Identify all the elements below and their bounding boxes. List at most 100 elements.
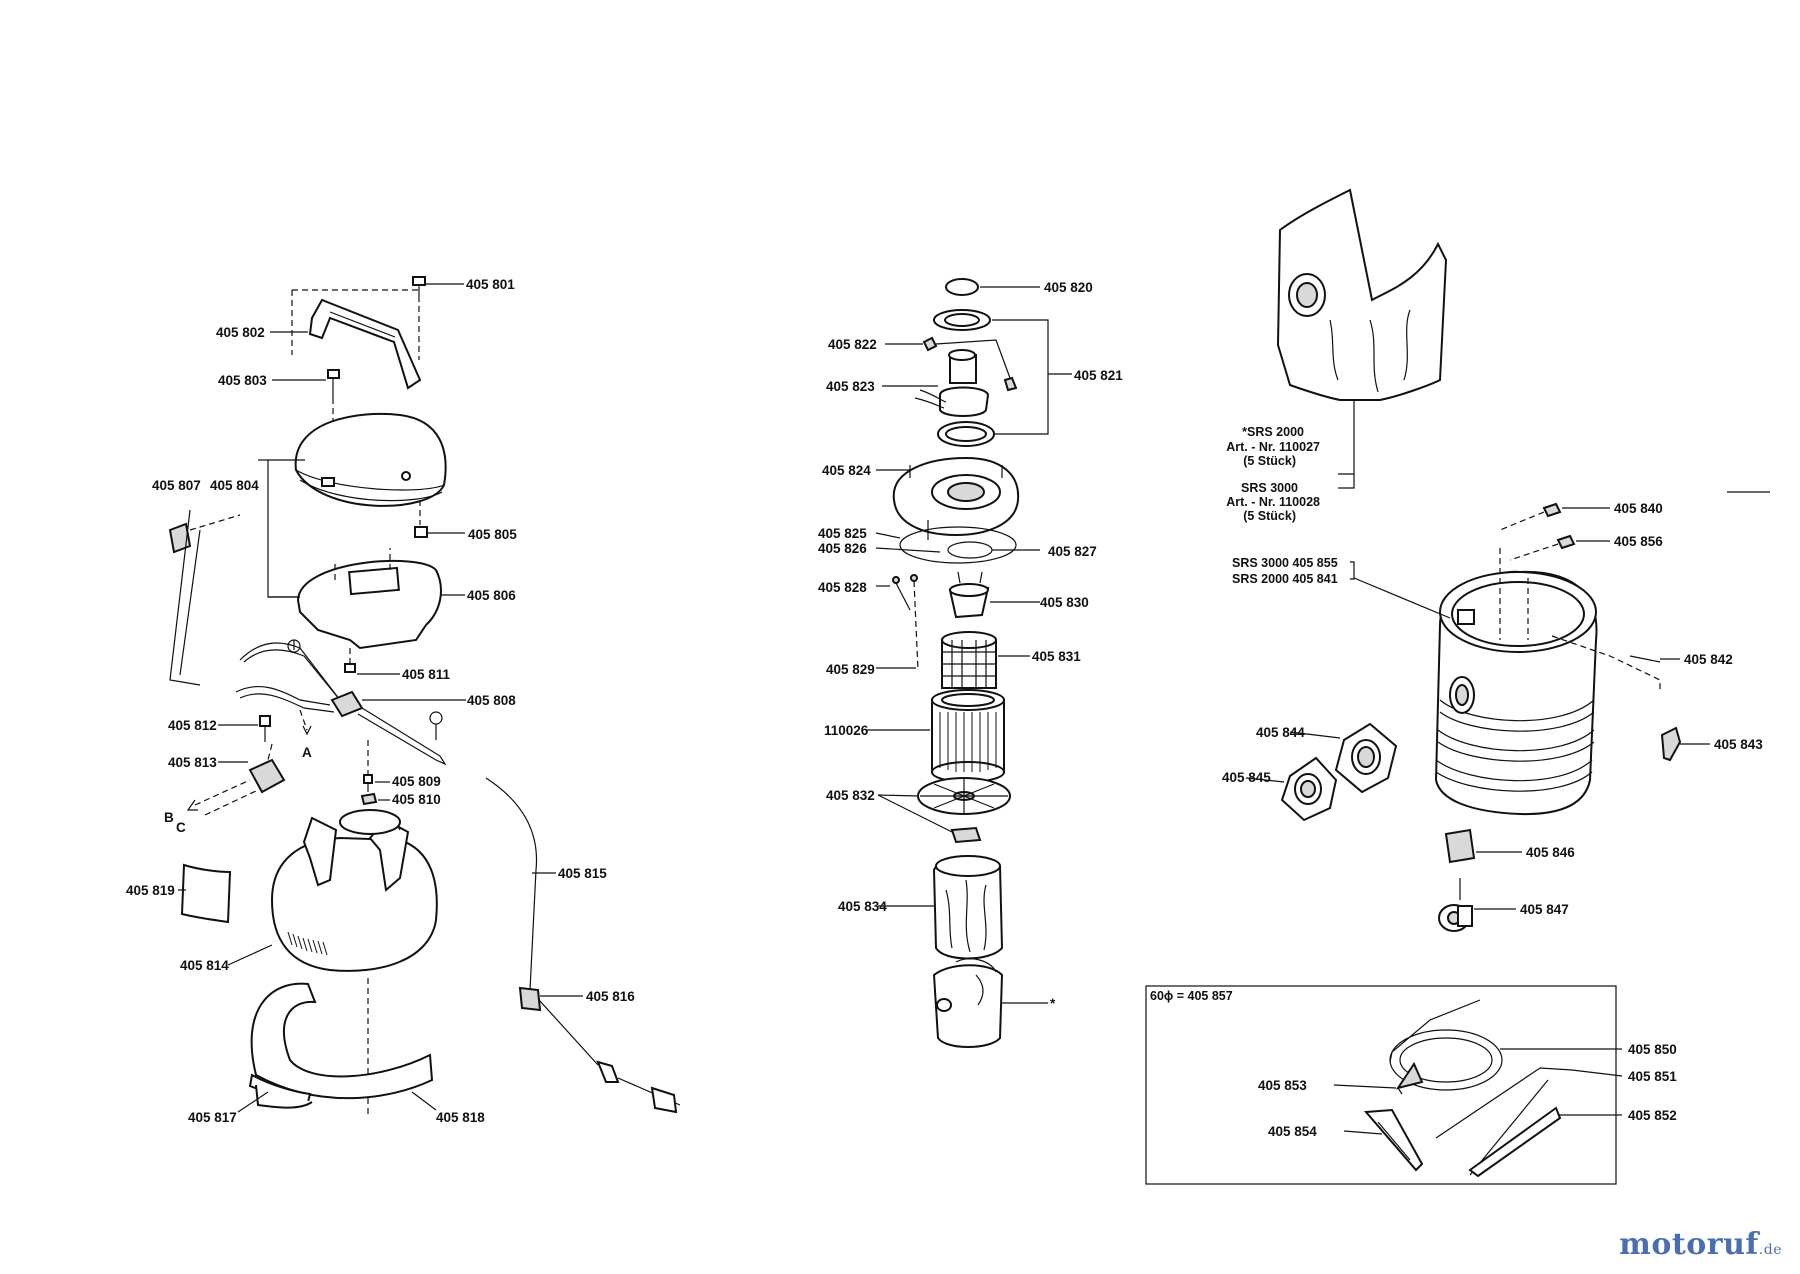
strain-relief-icon bbox=[518, 986, 542, 1012]
label-405851: 405 851 bbox=[1628, 1069, 1677, 1084]
motor-plate-icon bbox=[892, 456, 1020, 540]
pin-842-icon bbox=[1629, 655, 1661, 663]
motor-housing-icon bbox=[270, 809, 438, 972]
switch-icon bbox=[168, 514, 241, 554]
label-srs2000-405841: SRS 2000 405 841 bbox=[1232, 572, 1338, 586]
label-405823: 405 823 bbox=[826, 379, 875, 394]
flap-819-icon bbox=[180, 863, 232, 924]
filter-cage-icon bbox=[941, 631, 997, 689]
cover-plate-icon bbox=[1444, 828, 1476, 864]
inlet-flange-icon bbox=[1334, 722, 1398, 794]
label-405845: 405 845 bbox=[1222, 770, 1271, 785]
label-405819: 405 819 bbox=[126, 883, 175, 898]
label-405826: 405 826 bbox=[818, 541, 867, 556]
screw-840-icon bbox=[1542, 502, 1562, 518]
label-405809: 405 809 bbox=[392, 774, 441, 789]
nut-810-icon bbox=[360, 792, 378, 806]
label-405827: 405 827 bbox=[1048, 544, 1097, 559]
label-405815: 405 815 bbox=[558, 866, 607, 881]
label-405811: 405 811 bbox=[402, 667, 451, 682]
brand-tld: .de bbox=[1758, 1242, 1782, 1258]
label-405814: 405 814 bbox=[180, 958, 229, 973]
label-405802: 405 802 bbox=[216, 325, 265, 340]
tank-icon bbox=[1434, 548, 1661, 816]
label-405810: 405 810 bbox=[392, 792, 441, 807]
label-kit-405857: 60ɸ = 405 857 bbox=[1150, 989, 1233, 1003]
label-405829: 405 829 bbox=[826, 662, 875, 677]
label-405803: 405 803 bbox=[218, 373, 267, 388]
label-markC: C bbox=[176, 820, 186, 835]
brand-name: motoruf bbox=[1619, 1227, 1759, 1262]
floor-nozzle-icon bbox=[1468, 1106, 1562, 1178]
label-405830: 405 830 bbox=[1040, 595, 1089, 610]
paper-bag-icon bbox=[1276, 188, 1448, 401]
label-405854: 405 854 bbox=[1268, 1124, 1317, 1139]
label-405825: 405 825 bbox=[818, 526, 867, 541]
label-405806: 405 806 bbox=[467, 588, 516, 603]
note-srs3000: SRS 3000 bbox=[1241, 481, 1298, 495]
label-markB: B bbox=[164, 810, 174, 825]
label-405805: 405 805 bbox=[468, 527, 517, 542]
terminal-block-icon bbox=[330, 690, 447, 766]
brand-logo[interactable]: motoruf.de bbox=[1619, 1227, 1782, 1262]
label-405813: 405 813 bbox=[168, 755, 217, 770]
inlet-nozzle-icon bbox=[1280, 756, 1338, 822]
screw-856-icon bbox=[1556, 534, 1576, 550]
power-cord-icon bbox=[485, 777, 681, 1114]
label-405828: 405 828 bbox=[818, 580, 867, 595]
extension-tube-icon bbox=[1435, 1067, 1549, 1176]
brush-tool-icon bbox=[1363, 1108, 1424, 1172]
note-qty1: (5 Stück) bbox=[1243, 454, 1296, 468]
label-405817: 405 817 bbox=[188, 1110, 237, 1125]
left-assembly bbox=[168, 276, 681, 1115]
label-405822: 405 822 bbox=[828, 337, 877, 352]
label-405853: 405 853 bbox=[1258, 1078, 1307, 1093]
label-405831: 405 831 bbox=[1032, 649, 1081, 664]
note-art1: Art. - Nr. 110027 bbox=[1226, 440, 1320, 454]
screw-803-icon bbox=[327, 369, 340, 425]
label-405818: 405 818 bbox=[436, 1110, 485, 1125]
filter-disc-icon bbox=[917, 777, 1011, 844]
right-assembly bbox=[1145, 188, 1710, 1185]
inner-cover-icon bbox=[296, 548, 442, 650]
accessories-box bbox=[1145, 985, 1617, 1185]
castor-icon bbox=[1438, 878, 1473, 932]
label-405821: 405 821 bbox=[1074, 368, 1123, 383]
cartridge-filter-icon bbox=[931, 689, 1005, 783]
nut-805-icon bbox=[414, 526, 428, 538]
label-405844: 405 844 bbox=[1256, 725, 1305, 740]
ring-820-icon bbox=[945, 278, 979, 296]
label-405840: 405 840 bbox=[1614, 501, 1663, 516]
part-labels: 405 801 405 802 405 803 405 807 405 804 … bbox=[126, 277, 1763, 1139]
top-lid-icon bbox=[294, 412, 447, 507]
label-405847: 405 847 bbox=[1520, 902, 1569, 917]
label-405850: 405 850 bbox=[1628, 1042, 1677, 1057]
label-405856: 405 856 bbox=[1614, 534, 1663, 549]
latch-icon bbox=[1660, 726, 1682, 762]
bumper-818-icon bbox=[250, 982, 434, 1100]
carbon-brush-icon bbox=[922, 336, 938, 352]
dust-bag-icon bbox=[932, 958, 1004, 1048]
label-405801: 405 801 bbox=[466, 277, 515, 292]
label-405843: 405 843 bbox=[1714, 737, 1763, 752]
cord-switch-icon bbox=[186, 743, 286, 816]
crevice-tool-icon bbox=[1395, 1061, 1424, 1095]
wiring-harness-icon bbox=[169, 509, 345, 736]
label-405804: 405 804 bbox=[210, 478, 259, 493]
label-405824: 405 824 bbox=[822, 463, 871, 478]
label-405816: 405 816 bbox=[586, 989, 635, 1004]
center-assembly bbox=[866, 278, 1072, 1048]
hose-icon bbox=[1389, 999, 1503, 1091]
label-110026: 110026 bbox=[824, 723, 869, 738]
label-markA: A bbox=[302, 745, 312, 760]
label-405834: 405 834 bbox=[838, 899, 887, 914]
label-star: * bbox=[1050, 996, 1056, 1011]
motor-icon bbox=[914, 349, 990, 417]
label-405852: 405 852 bbox=[1628, 1108, 1677, 1123]
paper-bag-note: *SRS 2000 Art. - Nr. 110027 (5 Stück) SR… bbox=[1226, 425, 1320, 523]
label-405832: 405 832 bbox=[826, 788, 875, 803]
label-405842: 405 842 bbox=[1684, 652, 1733, 667]
label-405820: 405 820 bbox=[1044, 280, 1093, 295]
screw-811-icon bbox=[344, 648, 356, 673]
